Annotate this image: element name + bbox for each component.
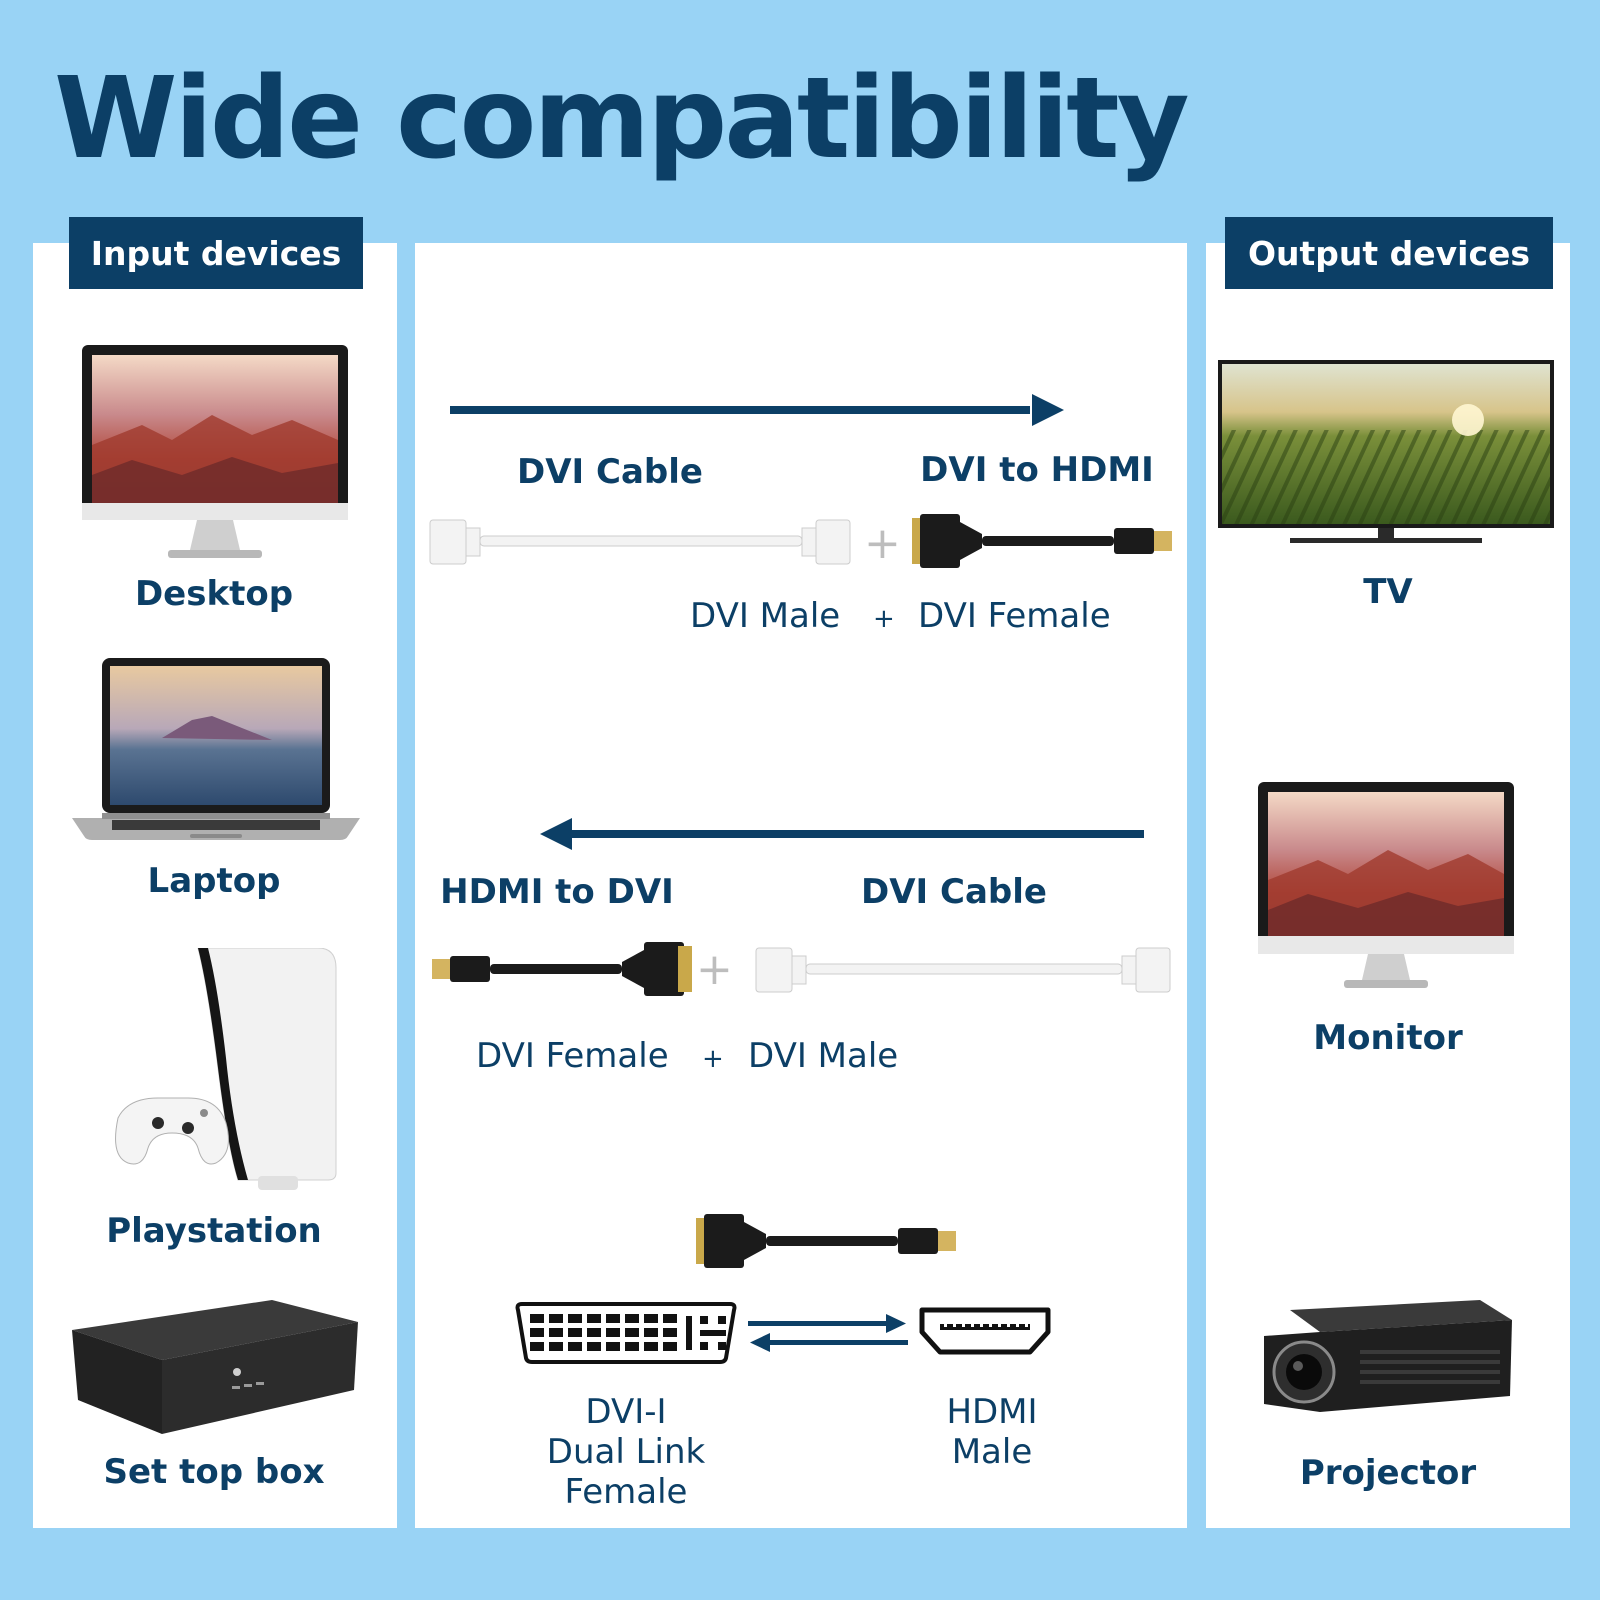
- adapter-small-image: [696, 1210, 960, 1272]
- hdmi-caption-line1: HDMI: [946, 1392, 1038, 1432]
- tv-image: [1218, 360, 1554, 550]
- path2-right-sub: DVI Male: [748, 1036, 899, 1076]
- dvi-caption-line2: Dual Link: [546, 1432, 706, 1472]
- path2-right-title: DVI Cable: [861, 872, 1047, 912]
- hdmi-to-dvi-adapter-image: [430, 938, 694, 1000]
- page-title: Wide compatibility: [54, 54, 1190, 184]
- hdmi-caption-line2: Male: [951, 1432, 1033, 1472]
- device-label-set-top-box: Set top box: [103, 1452, 325, 1492]
- path1-left-sub: DVI Male: [690, 596, 841, 636]
- projector-image: [1260, 1300, 1512, 1420]
- path2-plus-icon: +: [696, 944, 733, 995]
- device-label-projector: Projector: [1299, 1453, 1477, 1493]
- desktop-image: [82, 345, 348, 560]
- dvi-cable-image-2: [754, 940, 1172, 1000]
- device-label-laptop: Laptop: [147, 861, 281, 901]
- path2-left-sub: DVI Female: [476, 1036, 669, 1076]
- dvi-cable-image: [428, 512, 852, 572]
- path1-right-sub: DVI Female: [918, 596, 1111, 636]
- dvi-caption-line1: DVI-I: [585, 1392, 667, 1432]
- hdmi-port-icon: [918, 1306, 1052, 1358]
- dvi-port-icon: [514, 1302, 738, 1364]
- hdmi-connector-caption: HDMI Male: [922, 1392, 1062, 1472]
- input-devices-header: Input devices: [69, 217, 363, 289]
- monitor-image: [1258, 782, 1514, 990]
- device-label-playstation: Playstation: [106, 1211, 322, 1251]
- device-label-tv: TV: [1363, 572, 1413, 612]
- path1-right-title: DVI to HDMI: [920, 450, 1154, 490]
- set-top-box-image: [72, 1300, 358, 1440]
- laptop-image: [72, 658, 360, 848]
- path1-sub-plus: +: [873, 604, 895, 634]
- device-label-desktop: Desktop: [134, 574, 294, 614]
- path1-left-title: DVI Cable: [517, 452, 703, 492]
- output-devices-header: Output devices: [1225, 217, 1553, 289]
- arrow-right: [450, 394, 1066, 426]
- arrow-left: [540, 818, 1146, 850]
- dvi-to-hdmi-adapter-image: [912, 510, 1176, 572]
- path2-left-title: HDMI to DVI: [440, 872, 674, 912]
- bidirectional-arrows-icon: [748, 1312, 908, 1352]
- playstation-image: [108, 948, 340, 1198]
- device-label-monitor: Monitor: [1313, 1018, 1463, 1058]
- dvi-connector-caption: DVI-I Dual Link Female: [536, 1392, 716, 1512]
- path1-plus-icon: +: [864, 518, 901, 569]
- path2-sub-plus: +: [702, 1044, 724, 1074]
- dvi-caption-line3: Female: [564, 1472, 688, 1512]
